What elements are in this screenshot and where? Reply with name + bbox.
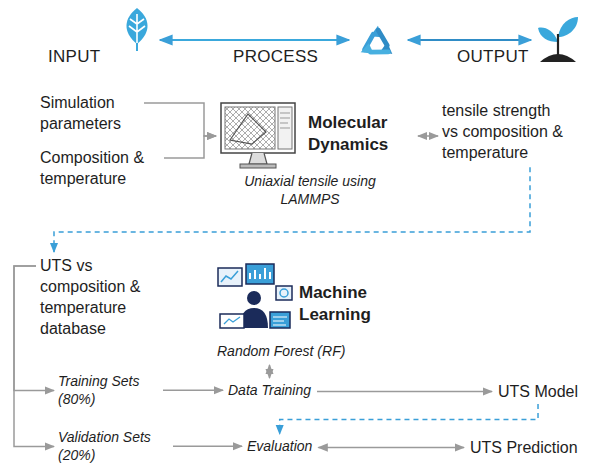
node-title: UTS vs composition & temperature databas… [40,255,152,339]
process-block: Machine LearningRandom Forest (RF) [213,262,391,362]
ml-illustration [214,262,294,336]
node-title: Simulation parameters [40,92,140,134]
header-label: INPUT [45,10,157,70]
dataset-text: Validation Sets (20%) [58,428,168,464]
connector-arrow [317,391,492,393]
node-subtitle: Uniaxial tensile using LAMMPS [224,172,396,209]
node-title: UTS Prediction [470,437,578,458]
connector-arrow [408,39,531,41]
recycle-icon [352,18,402,68]
node-title: PROCESS [233,46,318,68]
connector-arrow [160,39,349,41]
input-text: Composition & temperature [40,147,160,189]
input-text: Simulation parameters [40,92,140,134]
result-text: UTS Model [498,381,578,402]
node-title: OUTPUT [457,46,529,68]
connector-arrow [418,135,438,137]
leaf-icon [120,6,154,52]
node-title: tensile strength vs composition & temper… [442,100,570,163]
step-text: Evaluation [247,437,312,455]
node-title: Data Training [228,381,311,399]
connector-arrow [144,103,216,136]
node-title: Evaluation [247,437,312,455]
node-title: Molecular Dynamics [308,112,413,156]
connector-arrow [269,365,271,378]
process-block: Molecular DynamicsUniaxial tensile using… [218,100,415,209]
dashed-connector [280,404,538,434]
node-title: INPUT [48,46,101,68]
node-title: Validation Sets (20%) [58,428,168,464]
node-title: Machine Learning [299,282,391,326]
connector-arrow [318,447,464,449]
node-title: Training Sets (80%) [58,372,158,409]
header-label: OUTPUT [455,10,595,70]
node-title: Composition & temperature [40,147,160,189]
result-text: UTS Prediction [470,437,578,458]
connector-arrow [164,136,216,158]
connector-arrow [173,445,242,447]
node-title: UTS Model [498,381,578,402]
dataset-text: Training Sets (80%) [58,372,158,409]
header-label: PROCESS [233,18,405,70]
computer-illustration [218,100,302,174]
seedling-icon [534,10,582,64]
node-subtitle: Random Forest (RF) [217,342,387,360]
database-text: UTS vs composition & temperature databas… [40,255,152,339]
connector-arrow [163,389,223,391]
step-text: Data Training [228,381,311,399]
output-text: tensile strength vs composition & temper… [442,100,570,163]
